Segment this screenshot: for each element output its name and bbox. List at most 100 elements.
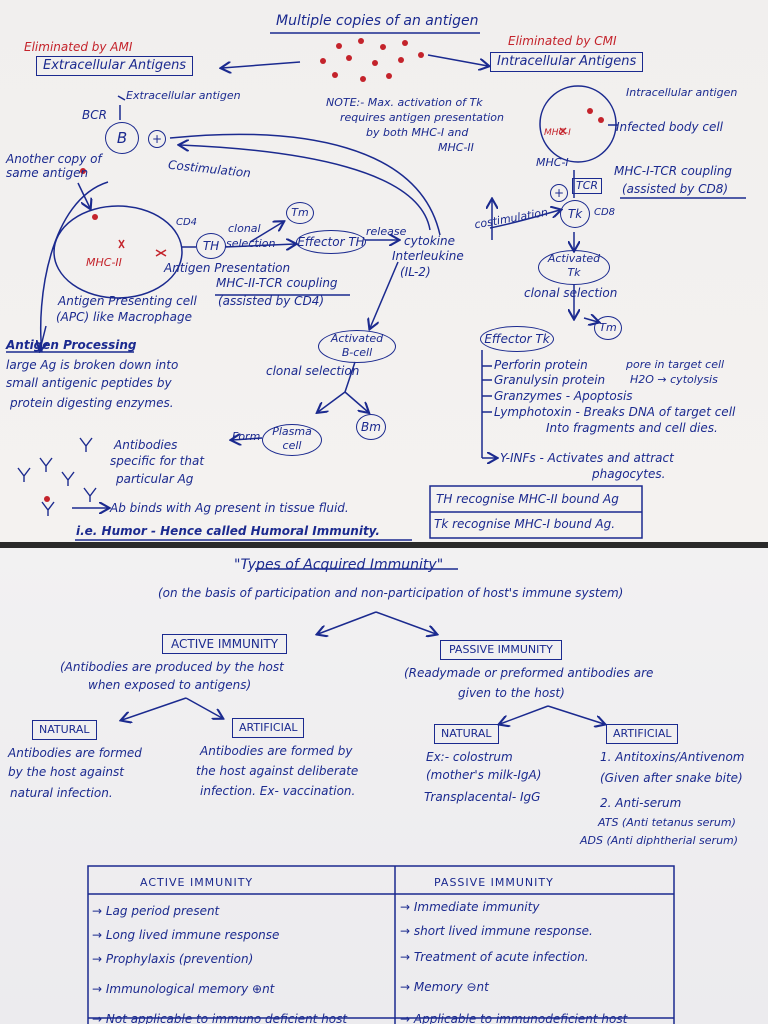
- mhc2-apc-label: MHC-II: [86, 256, 122, 269]
- processing-desc: large Ag is broken down into: [6, 358, 179, 372]
- table-header-passive: PASSIVE IMMUNITY: [434, 876, 554, 889]
- antigen-dot: [358, 38, 364, 44]
- note-line: NOTE:- Max. activation of Tk: [326, 96, 483, 109]
- antigen-dot: [418, 52, 424, 58]
- tcr-label: TCR: [572, 178, 603, 194]
- effect-item: Y-INFs - Activates and attract: [500, 451, 674, 465]
- antibodies-label: specific for that: [110, 454, 205, 468]
- passive-natural-desc: Ex:- colostrum: [426, 750, 513, 764]
- humoral-immunity-label: i.e. Humor - Hence called Humoral Immuni…: [76, 524, 380, 538]
- table-header-active: ACTIVE IMMUNITY: [140, 876, 254, 889]
- antigen-dot: [44, 496, 50, 502]
- natural-active-box: NATURAL: [32, 720, 97, 740]
- active-artificial-desc: infection. Ex- vaccination.: [200, 784, 356, 798]
- another-copy-label: Another copy of: [6, 152, 102, 166]
- activated-b-cell-line: B-cell: [341, 346, 373, 359]
- tm-cell: Tm: [594, 316, 622, 340]
- antigen-dot: [320, 58, 326, 64]
- form-label: Form: [232, 430, 261, 443]
- antigen-dot: [402, 40, 408, 46]
- activated-tk-line: Activated: [547, 252, 601, 265]
- plasma-cell: Plasma cell: [262, 424, 322, 456]
- effect-item: Into fragments and cell dies.: [546, 421, 718, 435]
- antigen-dot: [336, 43, 342, 49]
- effector-tk-cell: Effector Tk: [480, 326, 554, 352]
- antigen-presentation-label: Antigen Presentation: [164, 261, 291, 275]
- activated-b-cell: Activated B-cell: [318, 330, 396, 363]
- antibodies-label: particular Ag: [116, 472, 194, 486]
- b-cell: B: [105, 122, 139, 154]
- active-natural-desc: by the host against: [8, 765, 124, 779]
- another-copy-label: same antigen: [6, 166, 89, 180]
- effect-item: Granzymes - Apoptosis: [494, 389, 633, 403]
- cd8-label: CD8: [594, 207, 616, 218]
- active-artificial-desc: Antibodies are formed by: [200, 744, 353, 758]
- effector-th-cell: Effector TH: [296, 230, 366, 254]
- plus-icon: +: [550, 184, 568, 202]
- antigen-dot: [587, 108, 593, 114]
- apc-label: (APC) like Macrophage: [56, 310, 192, 324]
- passive-natural-desc: (mother's milk-IgA): [426, 768, 542, 782]
- tm-cell: Tm: [286, 202, 314, 224]
- clonal-selection-label: selection: [226, 237, 276, 250]
- mhc1-label: MHC-I: [536, 156, 569, 169]
- table-cell: → Treatment of acute infection.: [400, 950, 589, 964]
- release-label: release: [366, 225, 407, 238]
- recognise-line: TH recognise MHC-II bound Ag: [436, 492, 619, 506]
- types-of-immunity-sheet: "Types of Acquired Immunity" (on the bas…: [0, 548, 768, 1024]
- table-cell: → Lag period present: [92, 904, 220, 918]
- passive-artificial-desc: ATS (Anti tetanus serum): [598, 816, 736, 829]
- effect-item: Lymphotoxin - Breaks DNA of target cell: [494, 405, 736, 419]
- active-natural-desc: natural infection.: [10, 786, 113, 800]
- plus-icon: +: [148, 130, 166, 148]
- page-title: Multiple copies of an antigen: [276, 13, 479, 29]
- mhc2-tcr-label: (assisted by CD4): [218, 294, 325, 308]
- effect-item: Perforin protein: [494, 358, 588, 372]
- cytokine-label: (IL-2): [400, 265, 431, 279]
- passive-artificial-desc: (Given after snake bite): [600, 771, 743, 785]
- pore-note: H2O → cytolysis: [630, 373, 718, 386]
- antigen-dot: [598, 117, 604, 123]
- effect-item: Granulysin protein: [494, 373, 606, 387]
- note-line: MHC-II: [438, 141, 474, 154]
- activated-tk-line: Tk: [567, 266, 581, 279]
- antigen-dot: [380, 44, 386, 50]
- eliminated-cmi-label: Eliminated by CMI: [508, 34, 617, 48]
- types-title: "Types of Acquired Immunity": [234, 557, 444, 573]
- recognise-line: Tk recognise MHC-I bound Ag.: [434, 517, 616, 531]
- passive-artificial-desc: ADS (Anti diphtherial serum): [580, 834, 739, 847]
- antigen-dot: [80, 168, 86, 174]
- table-cell: → short lived immune response.: [400, 924, 593, 938]
- processing-desc: small antigenic peptides by: [6, 376, 172, 390]
- note-line: requires antigen presentation: [340, 111, 504, 124]
- intracellular-antigen-label: Intracellular antigen: [626, 86, 738, 99]
- antigen-dot: [360, 76, 366, 82]
- cytokine-label: cytokine: [404, 234, 456, 248]
- mhc2-tcr-label: MHC-II-TCR coupling: [216, 276, 338, 290]
- immunity-flow-sheet: Multiple copies of an antigen Eliminated…: [0, 0, 768, 542]
- antigen-processing-heading: Antigen Processing: [6, 338, 137, 352]
- passive-immunity-box: PASSIVE IMMUNITY: [440, 640, 562, 660]
- bcr-label: BCR: [82, 108, 107, 122]
- intracellular-antigens-box: Intracellular Antigens: [490, 52, 644, 72]
- active-desc: (Antibodies are produced by the host: [60, 660, 284, 674]
- activated-b-cell-line: Activated: [330, 332, 384, 345]
- pore-note: pore in target cell: [626, 358, 725, 371]
- ab-binds-label: Ab binds with Ag present in tissue fluid…: [110, 501, 349, 515]
- active-desc: when exposed to antigens): [88, 678, 252, 692]
- antigen-dot: [92, 214, 98, 220]
- antigen-dot: [386, 73, 392, 79]
- table-cell: → Applicable to immunodeficient host: [400, 1012, 628, 1024]
- clonal-selection-tk-label: clonal selection: [524, 286, 618, 300]
- passive-desc: given to the host): [458, 686, 565, 700]
- cytokine-label: Interleukine: [392, 249, 464, 263]
- antibodies-label: Antibodies: [114, 438, 178, 452]
- active-natural-desc: Antibodies are formed: [8, 746, 142, 760]
- extracellular-antigen-label: Extracellular antigen: [126, 89, 241, 102]
- mhc1-tcr-label: (assisted by CD8): [622, 182, 729, 196]
- clonal-selection-b-label: clonal selection: [266, 364, 360, 378]
- extracellular-antigens-box: Extracellular Antigens: [36, 56, 194, 76]
- antigen-dot: [398, 57, 404, 63]
- mhc1-tcr-label: MHC-I-TCR coupling: [614, 164, 732, 178]
